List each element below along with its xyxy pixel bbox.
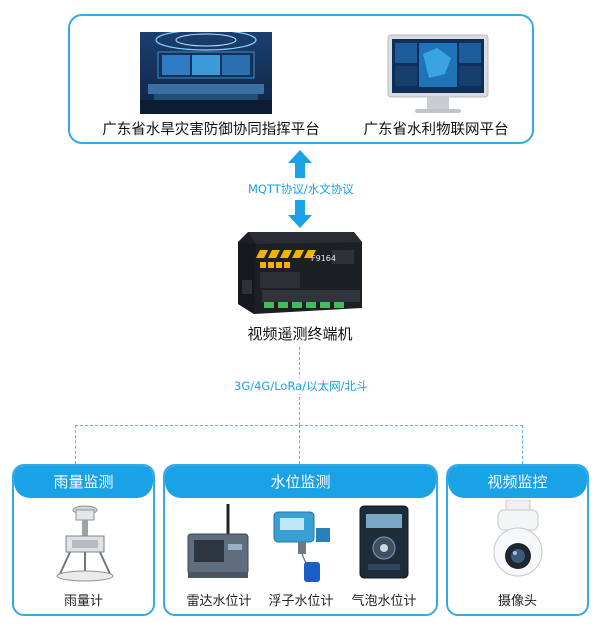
rain-gauge-icon <box>56 505 114 582</box>
connector-drop-right <box>522 425 523 464</box>
platform-label-left: 广东省水旱灾害防御协同指挥平台 <box>102 122 320 138</box>
camera-icon <box>493 500 543 577</box>
top-protocol-label: MQTT协议/水文协议 <box>248 182 354 196</box>
platform-label-right: 广东省水利物联网平台 <box>363 122 509 138</box>
terminal-device-image <box>238 232 362 314</box>
group-rain-title: 雨量监测 <box>14 466 153 498</box>
group-video-title: 视频监控 <box>448 466 587 498</box>
float-level-icon <box>273 511 330 582</box>
group-rain-panel: 雨量监测 <box>12 464 155 616</box>
monitor-image <box>387 34 489 113</box>
radar-level-icon <box>187 504 249 578</box>
bubble-level-label: 气泡水位计 <box>351 594 417 609</box>
rain-gauge-label: 雨量计 <box>63 594 103 609</box>
radar-level-label: 雷达水位计 <box>186 594 252 609</box>
command-center-image <box>140 32 272 114</box>
terminal-label: 视频遥测终端机 <box>247 325 353 343</box>
camera-label: 摄像头 <box>497 594 537 609</box>
down-arrow-icon <box>288 200 312 228</box>
bubble-level-icon <box>359 505 409 579</box>
terminal-model-label: F9164 <box>311 254 336 263</box>
connector-drop-middle <box>299 425 300 464</box>
connector-drop-left <box>75 425 76 464</box>
up-arrow-icon <box>288 150 312 178</box>
bottom-protocol-label: 3G/4G/LoRa/以太网/北斗 <box>232 378 370 394</box>
float-level-label: 浮子水位计 <box>268 594 334 609</box>
group-water-level-title: 水位监测 <box>165 466 436 498</box>
group-video-panel: 视频监控 <box>446 464 589 616</box>
